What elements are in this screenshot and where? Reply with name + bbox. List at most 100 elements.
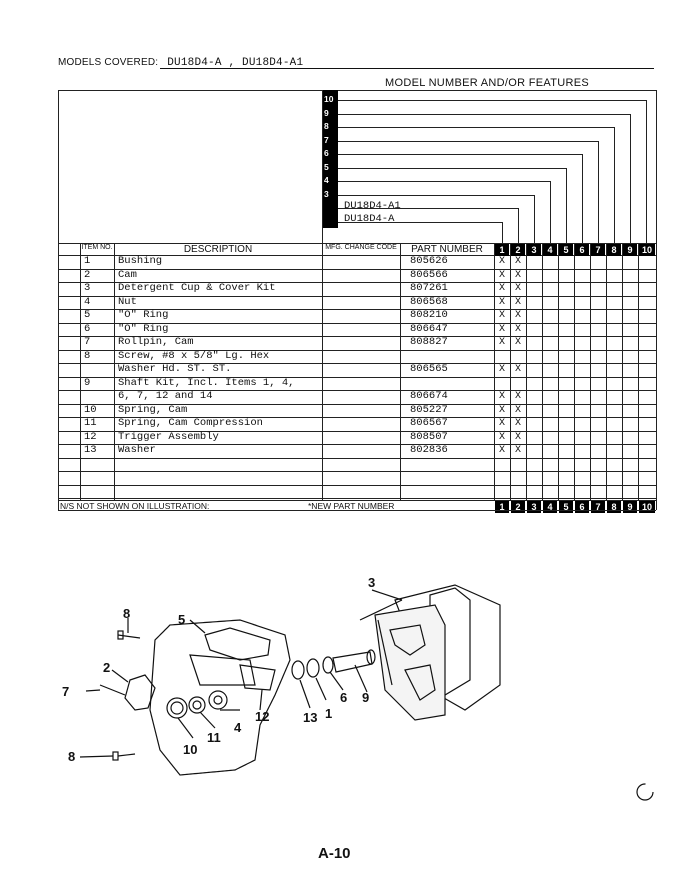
row-item-no: 10: [84, 403, 97, 416]
rule-h: [58, 417, 656, 418]
rule-h: [58, 336, 656, 337]
row-item-no: 13: [84, 444, 97, 456]
model-applicability-mark: X: [514, 283, 521, 294]
rule-v: [58, 90, 59, 510]
rule-v: [614, 127, 615, 243]
model-number-stripe-low: [322, 200, 338, 228]
model-applicability-mark: X: [514, 445, 521, 456]
rule-v: [656, 243, 657, 500]
row-item-no: 1: [84, 255, 91, 267]
row-description: Spring, Cam Compression: [118, 417, 263, 429]
model-label: DU18D4-A1: [344, 200, 401, 212]
model-applicability-mark: X: [498, 404, 505, 416]
column-number-header: 6: [575, 244, 589, 256]
row-description: Nut: [118, 295, 137, 308]
column-number-footer: 7: [591, 501, 605, 513]
rule-h: [58, 484, 656, 486]
model-applicability-mark: X: [514, 364, 521, 375]
row-part-number: 806567: [410, 417, 448, 429]
header-description: DESCRIPTION: [183, 244, 253, 255]
model-row-number: 8: [324, 121, 329, 131]
model-row-number: 10: [324, 94, 334, 104]
rule-h: [338, 154, 582, 155]
column-number-footer: 6: [575, 501, 589, 513]
row-description: Screw, #8 x 5/8" Lg. Hex: [118, 349, 270, 362]
rule-h: [58, 243, 656, 244]
rule-h: [338, 100, 646, 101]
row-item-no: 11: [84, 417, 97, 429]
rule-v: [550, 181, 551, 243]
column-number-footer: 3: [527, 501, 541, 513]
row-description: Spring, Cam: [118, 403, 188, 416]
model-applicability-mark: X: [498, 445, 505, 456]
model-applicability-mark: X: [498, 337, 505, 348]
row-part-number: 808507: [410, 430, 448, 443]
row-description: 6, 7, 12 and 14: [118, 390, 213, 402]
diagram-callout: 4: [234, 720, 242, 735]
rule-h: [58, 309, 656, 310]
rule-h: [58, 500, 656, 501]
row-description: "O" Ring: [118, 322, 169, 335]
rule-v: [558, 243, 559, 500]
rule-v: [534, 194, 535, 243]
rule-v: [622, 243, 623, 500]
row-description: Detergent Cup & Cover Kit: [118, 282, 276, 294]
rule-v: [114, 243, 115, 500]
model-applicability-mark: X: [514, 269, 521, 281]
rule-h: [58, 471, 656, 472]
column-number-footer: 1: [495, 501, 509, 513]
rule-h: [58, 390, 656, 391]
model-applicability-mark: X: [514, 296, 521, 308]
rule-h: [58, 444, 656, 445]
rule-h: [58, 255, 656, 256]
rule-h: [58, 457, 656, 459]
column-number-header: 3: [527, 244, 541, 256]
model-applicability-mark: X: [514, 418, 521, 429]
rule-v: [582, 154, 583, 243]
rule-v: [518, 208, 519, 243]
diagram-callout: 12: [255, 709, 270, 724]
rule-v: [638, 243, 639, 500]
row-description: Washer: [118, 444, 156, 456]
diagram-callout: 5: [178, 612, 186, 627]
row-description: Trigger Assembly: [118, 430, 219, 443]
row-description: Cam: [118, 268, 137, 281]
column-number-header: 5: [559, 244, 573, 256]
model-row-number: 6: [324, 148, 329, 158]
rule-h: [58, 349, 656, 351]
diagram-callout: 3: [368, 575, 376, 590]
rule-h: [338, 127, 614, 128]
rule-v: [80, 243, 81, 500]
rule-h: [58, 430, 656, 432]
header-part-number: PART NUMBER: [411, 244, 483, 255]
model-applicability-mark: X: [498, 283, 505, 294]
row-item-no: 12: [84, 430, 97, 443]
model-applicability-mark: X: [514, 337, 521, 348]
rule-v: [494, 243, 495, 500]
model-row-number: 7: [324, 134, 329, 145]
rule-h: [338, 140, 598, 142]
models-covered-label: MODELS COVERED: DU18D4-A , DU18D4-A1: [58, 57, 303, 69]
rule-v: [400, 243, 401, 500]
rule-v: [510, 243, 511, 500]
exploded-parts-diagram: [79, 584, 654, 801]
rule-h: [58, 322, 656, 324]
diagram-callout: 1: [325, 706, 333, 721]
row-item-no: 2: [84, 268, 91, 281]
model-applicability-mark: X: [514, 310, 521, 321]
rule-v: [502, 221, 503, 243]
model-applicability-mark: X: [514, 391, 521, 402]
row-description: Shaft Kit, Incl. Items 1, 4,: [118, 376, 295, 389]
models-rule: [160, 68, 654, 69]
model-applicability-mark: X: [498, 431, 505, 443]
page-number: A-10: [318, 845, 351, 862]
model-applicability-mark: X: [514, 404, 521, 416]
column-number-header: 10: [639, 244, 655, 256]
row-item-no: 3: [84, 282, 91, 294]
row-item-no: 8: [84, 349, 91, 362]
footer-ns-note: N/S NOT SHOWN ON ILLUSTRATION:: [60, 501, 210, 511]
row-item-no: 6: [84, 322, 91, 335]
row-part-number: 802836: [410, 444, 448, 456]
model-applicability-mark: X: [514, 256, 521, 267]
model-row-number: 5: [324, 161, 329, 172]
